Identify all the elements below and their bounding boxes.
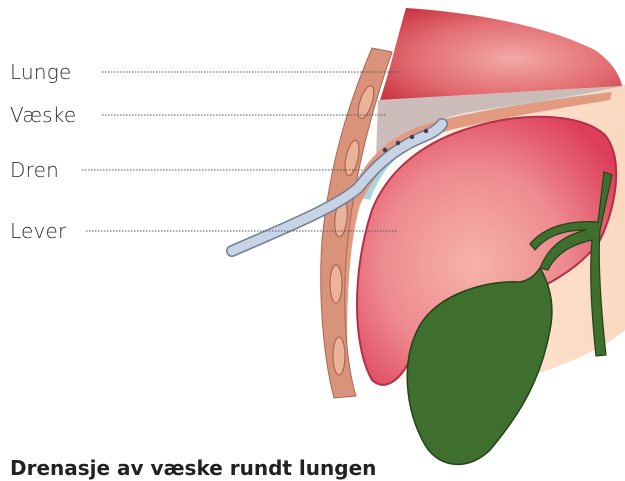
- lung-shape: [380, 8, 622, 100]
- label-lever: Lever: [10, 221, 66, 241]
- drain-hole-1: [383, 148, 387, 152]
- rib-5: [333, 337, 345, 375]
- label-vaeske: Væske: [10, 105, 76, 125]
- caption-title: Drenasje av væske rundt lungen: [10, 456, 376, 480]
- label-lunge: Lunge: [10, 62, 71, 82]
- drain-hole-4: [424, 129, 428, 133]
- drain-hole-3: [410, 135, 414, 139]
- drain-hole-2: [396, 141, 400, 145]
- rib-4: [330, 265, 342, 303]
- label-dren: Dren: [10, 160, 59, 180]
